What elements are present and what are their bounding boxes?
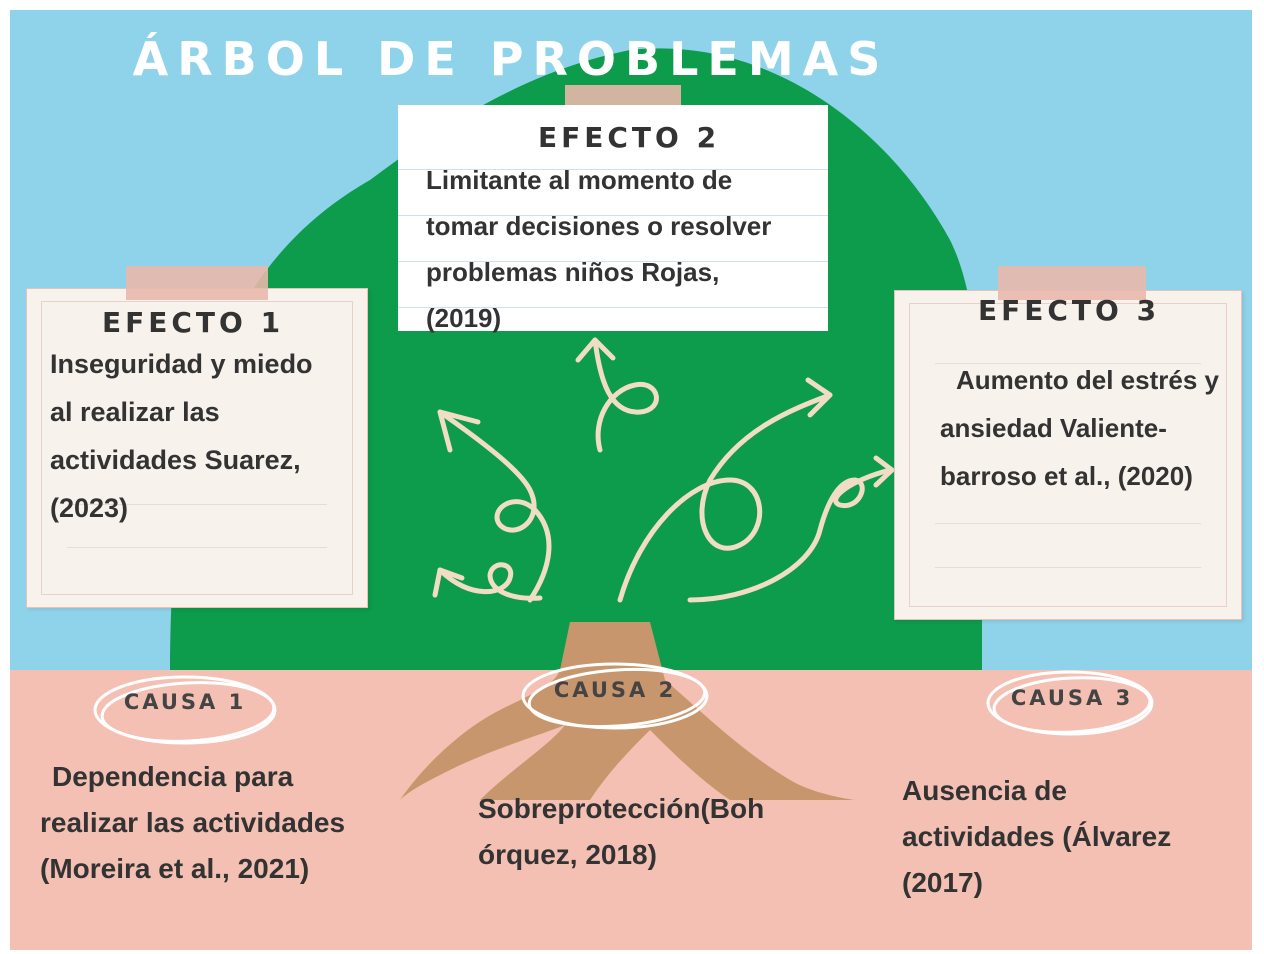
swirl-arrows — [432, 337, 895, 603]
causa-3-circle — [986, 670, 1154, 736]
causa-3-circle-echo — [992, 676, 1152, 734]
swirl-arrow-5-head — [432, 567, 465, 598]
effect-1-text: Inseguridad y miedo al realizar las acti… — [50, 340, 313, 532]
effect-3-text: Aumento del estrés y ansiedad Valiente- … — [940, 356, 1219, 500]
effect-2-line: Limitante al momento de — [426, 165, 733, 195]
causa-3-line: Ausencia de — [902, 775, 1067, 806]
tree-trunk — [400, 622, 855, 800]
causa-2-heading: CAUSA 2 — [553, 678, 677, 702]
swirl-arrow-3 — [617, 392, 833, 603]
effect-1-line: actividades Suarez, — [50, 445, 301, 475]
causa-1-text: Dependencia para realizar las actividade… — [40, 754, 345, 892]
swirl-arrow-4 — [687, 467, 893, 603]
effect-1-card — [26, 288, 368, 608]
effect-2-line: (2019) — [426, 303, 502, 333]
causa-3-text: Ausencia de actividades (Álvarez (2017) — [902, 768, 1171, 906]
causa-1-circle-echo — [100, 681, 276, 743]
effect-2-card: EFECTO 2 Limitante al momento de tomar d… — [398, 105, 828, 333]
effect-3-tape — [998, 266, 1146, 300]
effect-2-heading: EFECTO 2 — [538, 121, 721, 154]
causa-2-line: órquez, 2018) — [478, 839, 657, 870]
effect-3-heading: EFECTO 3 — [978, 294, 1161, 327]
swirl-arrow-2-head — [575, 337, 616, 363]
swirl-arrow-3-head — [805, 377, 833, 418]
poster-title: ÁRBOL DE PROBLEMAS — [132, 32, 890, 86]
effect-2-text: Limitante al momento de tomar decisiones… — [426, 157, 771, 341]
causa-1-line: Dependencia para — [52, 761, 294, 792]
effect-2-line: tomar decisiones o resolver — [426, 211, 772, 241]
effect-3-card — [894, 290, 1242, 620]
swirl-arrow-4-head — [873, 455, 895, 488]
effect-3-line: ansiedad Valiente- — [940, 413, 1167, 443]
poster: ÁRBOL DE PROBLEMAS EFECTO 2 Limitante al… — [10, 10, 1252, 950]
causa-3-heading: CAUSA 3 — [1010, 686, 1134, 710]
effect-1-tape — [126, 266, 268, 300]
swirl-arrow-5 — [437, 562, 543, 601]
effect-1-heading: EFECTO 1 — [102, 306, 285, 339]
swirl-arrow-2 — [592, 337, 659, 453]
effect-1-line: Inseguridad y miedo — [50, 349, 313, 379]
swirl-arrow-1 — [437, 409, 552, 603]
effect-1-line: (2023) — [50, 493, 129, 523]
causa-1-line: realizar las actividades — [40, 807, 346, 838]
causa-3-line: actividades (Álvarez — [902, 821, 1172, 852]
cause-circles — [93, 662, 1154, 745]
swirl-arrow-1-head — [437, 409, 481, 453]
causa-1-line: (Moreira et al., 2021) — [40, 853, 310, 884]
causa-3-line: (2017) — [902, 867, 983, 898]
effect-1-line: al realizar las — [50, 397, 220, 427]
effect-3-line: Aumento del estrés y — [956, 365, 1219, 395]
causa-2-text: Sobreprotección(Boh órquez, 2018) — [478, 786, 764, 878]
causa-2-circle — [521, 662, 709, 730]
causa-2-circle-echo — [527, 667, 707, 729]
effect-3-line: barroso et al., (2020) — [940, 461, 1193, 491]
causa-1-heading: CAUSA 1 — [123, 690, 247, 714]
effect-2-line: problemas niños Rojas, — [426, 257, 720, 287]
causa-2-line: Sobreprotección(Boh — [478, 793, 765, 824]
